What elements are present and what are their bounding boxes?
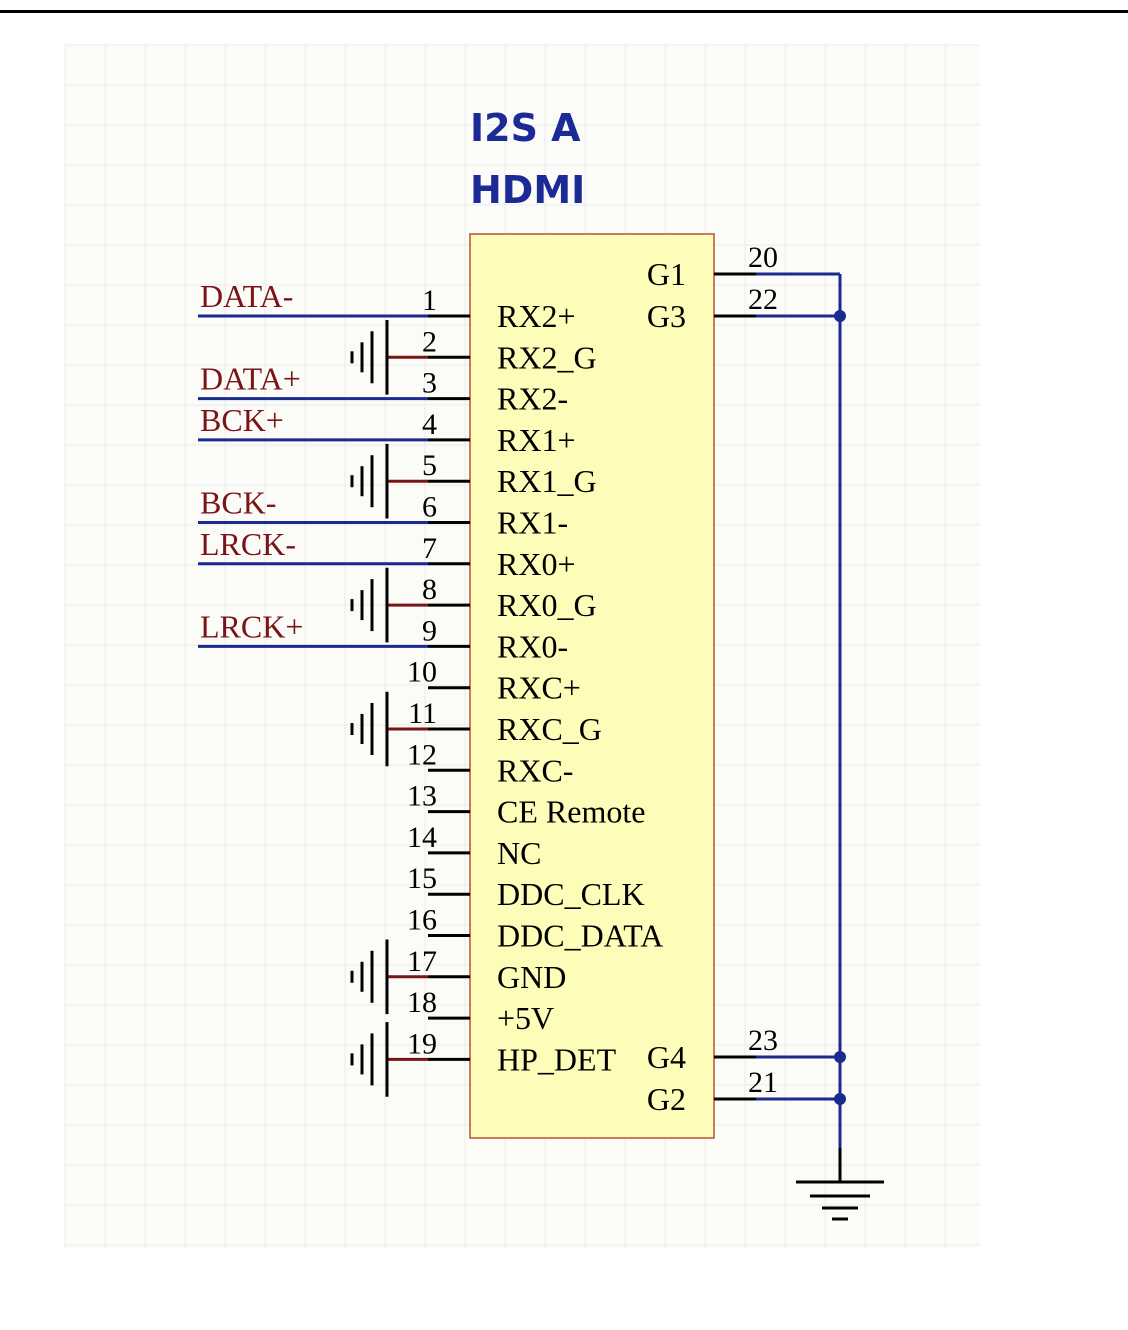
hdmi-connector-body xyxy=(469,233,715,1139)
pin-label: DDC_CLK xyxy=(497,876,645,912)
pin-label: RX2- xyxy=(497,381,568,417)
pin-label: RX1_G xyxy=(497,463,597,499)
pin-label: RXC+ xyxy=(497,670,581,706)
pin-number: 15 xyxy=(407,862,437,895)
pin-label: GND xyxy=(497,959,566,995)
pin-label: G1 xyxy=(647,256,686,292)
component-name: HDMI xyxy=(470,168,585,212)
pin-number: 21 xyxy=(748,1066,778,1099)
pin-label: G3 xyxy=(647,298,686,334)
wires: DATA- DATA+ BCK+ BCK- LRCK- LRCK+ xyxy=(198,272,846,1148)
pin-label: NC xyxy=(497,835,541,871)
pin-number: 14 xyxy=(407,821,437,854)
pin-number: 4 xyxy=(422,408,437,441)
pin-label: RXC- xyxy=(497,752,573,788)
ground-symbols xyxy=(350,320,884,1221)
pin-number: 3 xyxy=(422,367,437,400)
pin-number: 10 xyxy=(407,656,437,689)
pin-label: HP_DET xyxy=(497,1041,617,1077)
pin-label: CE Remote xyxy=(497,794,645,830)
pin-number: 8 xyxy=(422,573,437,606)
pin-number: 13 xyxy=(407,780,437,813)
pin-number: 7 xyxy=(422,532,437,565)
pin-label: RX1- xyxy=(497,505,568,541)
net-label: LRCK- xyxy=(200,526,296,562)
pin-number: 11 xyxy=(408,697,437,730)
pin-number: 16 xyxy=(407,904,437,937)
component-designator: I2S A xyxy=(470,106,581,150)
pin-number: 22 xyxy=(748,283,778,316)
pin-number: 12 xyxy=(407,738,437,771)
pin-number: 23 xyxy=(748,1024,778,1057)
pin-label: +5V xyxy=(497,1000,554,1036)
pin-label: G2 xyxy=(647,1081,686,1117)
pin-label: RXC_G xyxy=(497,711,602,747)
pin-label: RX2_G xyxy=(497,339,597,375)
right-pins: 20 G1 22 G3 23 G4 21 G2 xyxy=(647,241,778,1117)
pin-number: 1 xyxy=(422,284,437,317)
pin-label: RX2+ xyxy=(497,298,576,334)
pin-number: 6 xyxy=(422,491,437,524)
pin-number: 18 xyxy=(407,986,437,1019)
pin-label: DDC_DATA xyxy=(497,918,663,954)
net-label: BCK- xyxy=(200,485,276,521)
pin-number: 2 xyxy=(422,325,437,358)
pin-number: 19 xyxy=(407,1027,437,1060)
pin-label: RX0- xyxy=(497,628,568,664)
pin-label: G4 xyxy=(647,1039,686,1075)
pin-label: RX0+ xyxy=(497,546,576,582)
net-label: DATA+ xyxy=(200,361,301,397)
pin-label: RX1+ xyxy=(497,422,576,458)
net-label: DATA- xyxy=(200,278,293,314)
pin-number: 9 xyxy=(422,614,437,647)
net-label: LRCK+ xyxy=(200,608,303,644)
pin-number: 17 xyxy=(407,945,437,978)
pin-number: 5 xyxy=(422,449,437,482)
top-border-line xyxy=(0,10,1128,13)
net-label: BCK+ xyxy=(200,402,284,438)
pin-number: 20 xyxy=(748,241,778,274)
pin-label: RX0_G xyxy=(497,587,597,623)
